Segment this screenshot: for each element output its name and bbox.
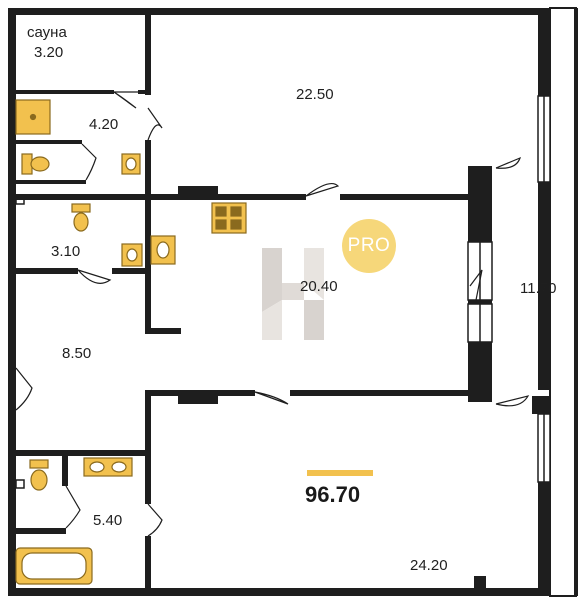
area-kitchen-living: 20.40 bbox=[300, 278, 338, 295]
toilet-icon bbox=[29, 459, 49, 491]
pro-badge: PRO bbox=[342, 219, 396, 273]
sink-icon bbox=[121, 243, 143, 267]
total-area: 96.70 bbox=[305, 482, 361, 507]
bathtub-icon bbox=[15, 547, 93, 585]
fixtures bbox=[15, 99, 247, 585]
area-wc: 3.10 bbox=[51, 243, 81, 260]
total-area-underline bbox=[307, 470, 373, 476]
kitchen-sink-icon bbox=[150, 235, 176, 265]
room-name-sauna: сауна bbox=[27, 24, 67, 41]
outer-walls bbox=[8, 8, 550, 596]
area-sauna: 3.20 bbox=[34, 44, 64, 61]
balcony-strip bbox=[549, 7, 578, 597]
area-bedroom-top: 22.50 bbox=[296, 86, 334, 103]
watermark-logo-icon bbox=[262, 248, 324, 340]
area-bathroom: 5.40 bbox=[93, 512, 123, 529]
doors bbox=[15, 91, 530, 537]
area-shower: 4.20 bbox=[89, 116, 119, 133]
toilet-icon bbox=[71, 203, 91, 232]
sink-icon bbox=[121, 153, 141, 175]
toilet-icon bbox=[21, 153, 50, 175]
shower-tray-icon bbox=[15, 99, 51, 135]
interior-walls bbox=[16, 15, 550, 588]
area-hall: 8.50 bbox=[62, 345, 92, 362]
area-bedroom-bottom: 24.20 bbox=[410, 557, 448, 574]
stove-icon bbox=[211, 202, 247, 234]
windows bbox=[467, 95, 551, 483]
area-balcony: 11.70 bbox=[520, 280, 557, 297]
double-sink-icon bbox=[83, 457, 133, 477]
